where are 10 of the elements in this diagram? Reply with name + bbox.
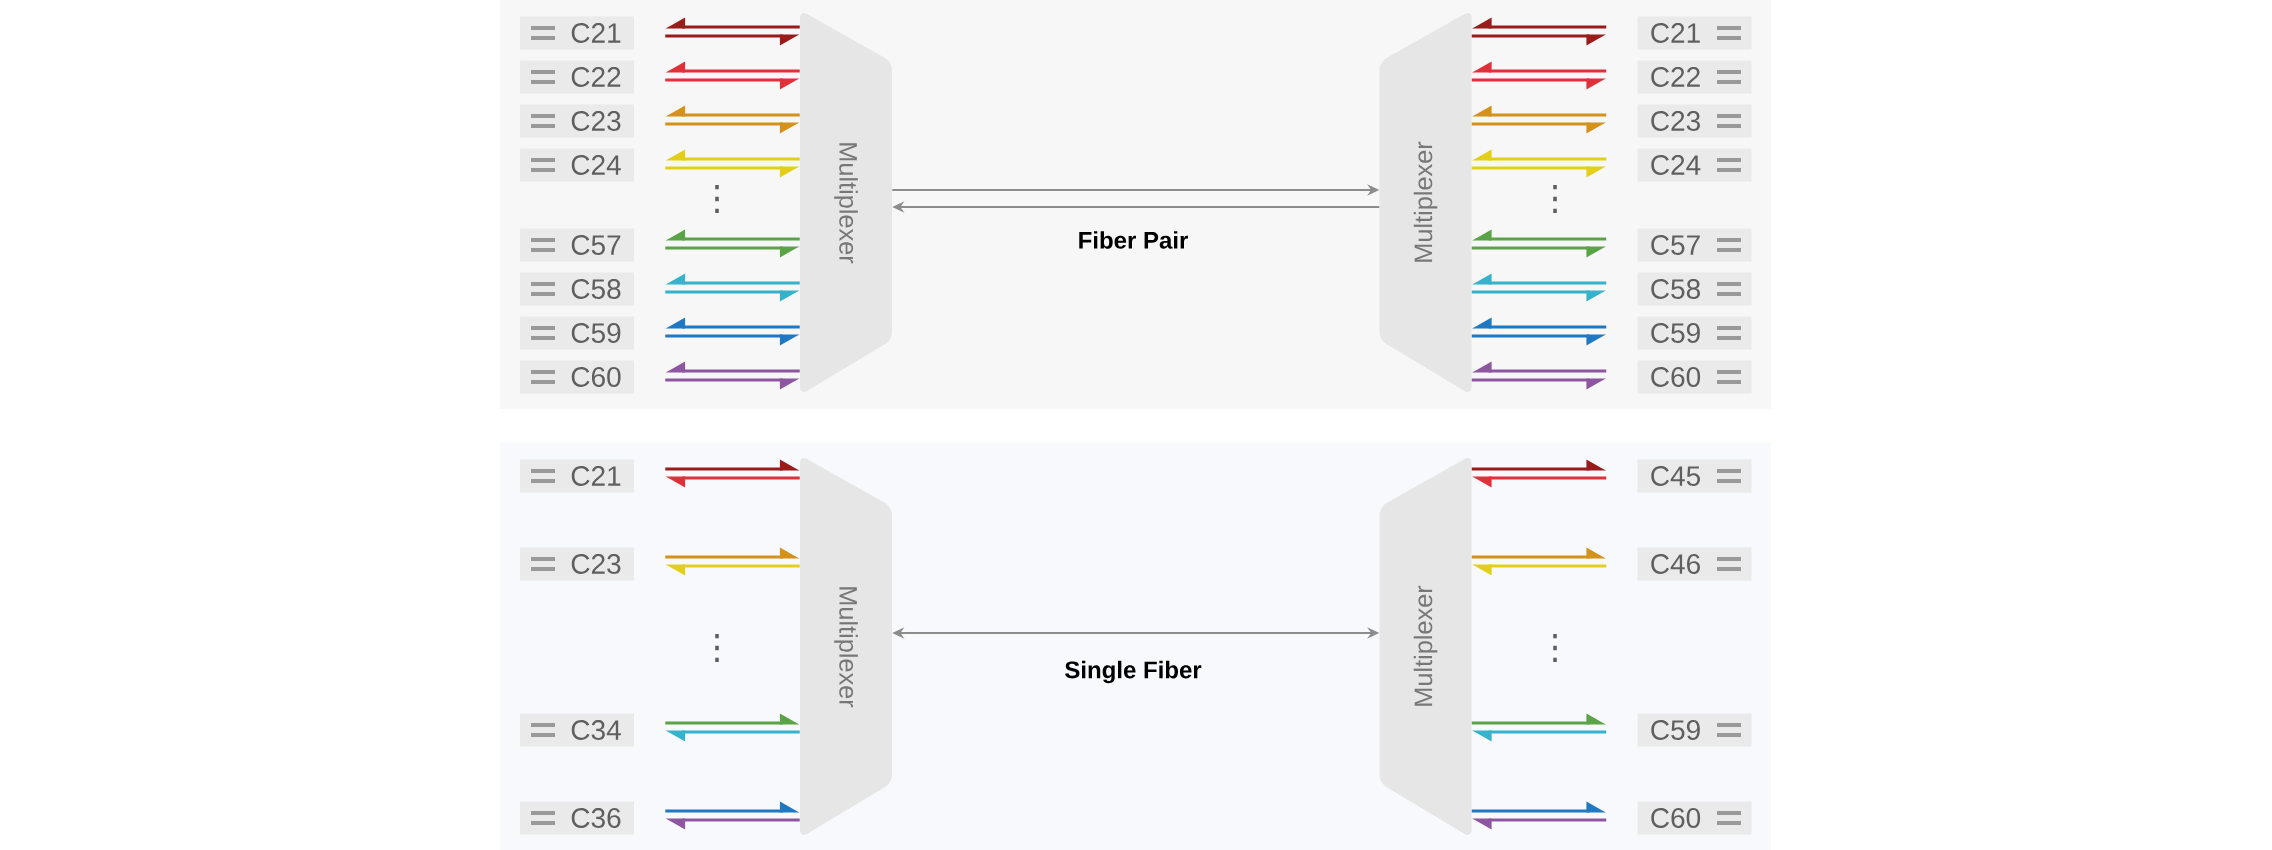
ellipsis-mark: ⋮ [1553,634,1557,662]
multiplexer: Multiplexer [1379,13,1472,392]
ellipsis-mark: ⋮ [715,634,719,662]
edge-label: Fiber Pair [1079,231,1188,249]
ellipsis-mark: ⋮ [715,185,719,213]
multiplexer: Multiplexer [1379,458,1472,835]
multiplexer: Multiplexer [800,13,892,392]
edge-label: Single Fiber [1065,660,1202,684]
multiplexer: Multiplexer [800,458,892,835]
ellipsis-mark: ⋮ [1553,185,1557,213]
